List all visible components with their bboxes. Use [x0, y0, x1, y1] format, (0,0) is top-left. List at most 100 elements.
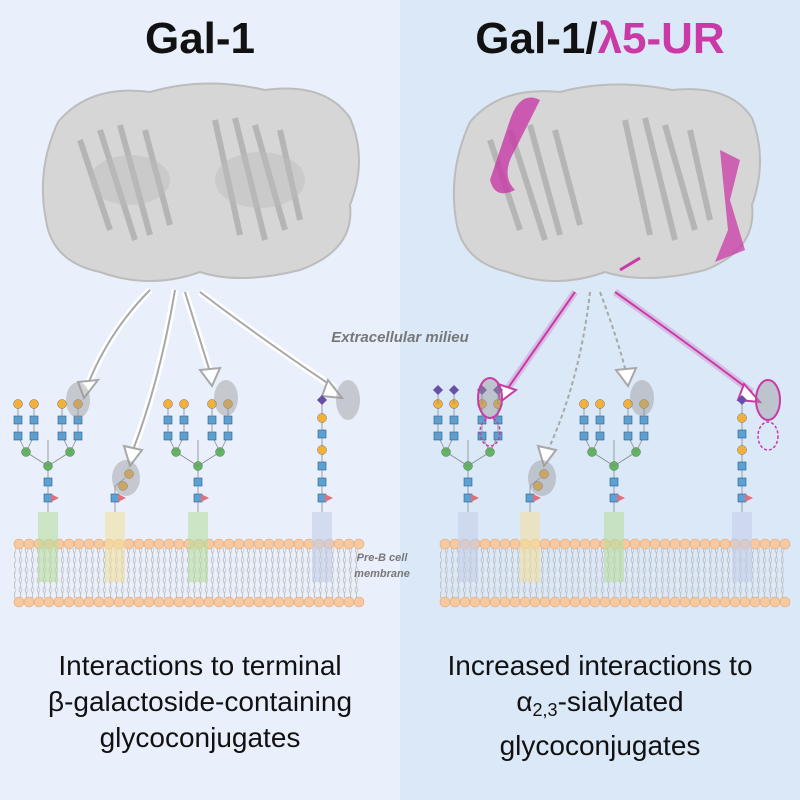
- lipid-head: [559, 538, 571, 550]
- lipid-head: [353, 596, 365, 608]
- binding-halo: [214, 380, 238, 416]
- lipid-head: [133, 538, 145, 550]
- fucose-triangle: [325, 494, 333, 502]
- arrows-right: [496, 289, 763, 469]
- fucose-triangle: [201, 494, 209, 502]
- caption-right-line1: Increased interactions to: [447, 650, 753, 681]
- lipid-head: [273, 538, 285, 550]
- lipid-head: [343, 538, 355, 550]
- extracellular-label: Extracellular milieu: [331, 329, 469, 346]
- lipid-head: [263, 538, 275, 550]
- title-highlight: λ5-UR: [597, 14, 725, 63]
- lipid-head: [223, 596, 235, 608]
- lipid-head: [313, 596, 325, 608]
- lipid-head: [629, 596, 641, 608]
- lipid-head: [769, 596, 781, 608]
- caption-right: Increased interactions to α2,3-sialylate…: [400, 648, 800, 764]
- lipid-head: [253, 596, 265, 608]
- sugar-circle: [118, 481, 128, 491]
- lipid-head: [23, 596, 35, 608]
- caption-left: Interactions to terminal β-galactoside-c…: [0, 648, 400, 756]
- binding-halo: [756, 380, 780, 420]
- sialic-acid-diamond: [449, 385, 459, 395]
- receptor-protein: [38, 512, 58, 582]
- lipid-head: [689, 596, 701, 608]
- lipid-head: [63, 596, 75, 608]
- lipid-head: [719, 596, 731, 608]
- lipid-head: [579, 596, 591, 608]
- binding-halo: [112, 460, 140, 496]
- lipid-head: [33, 596, 45, 608]
- receptor-protein: [732, 512, 752, 582]
- lipid-head: [283, 596, 295, 608]
- lipid-head: [609, 596, 621, 608]
- lipid-head: [569, 596, 581, 608]
- lipid-head: [153, 538, 165, 550]
- lipid-head: [263, 596, 275, 608]
- lipid-head: [489, 596, 501, 608]
- lipid-head: [679, 538, 691, 550]
- glcnac-square: [317, 493, 327, 503]
- caption-right-line3: glycoconjugates: [499, 730, 701, 761]
- arrows-left: [76, 287, 345, 469]
- glcnac-square: [525, 493, 535, 503]
- lipid-head: [669, 538, 681, 550]
- lipid-head: [123, 538, 135, 550]
- lipid-head: [63, 538, 75, 550]
- glcnac-square: [193, 493, 203, 503]
- lipid-head: [519, 596, 531, 608]
- lipid-head: [579, 538, 591, 550]
- title-prefix: Gal-1/: [475, 14, 598, 63]
- binding-halo: [336, 380, 360, 420]
- binding-halo: [630, 380, 654, 416]
- lipid-head: [679, 596, 691, 608]
- lipid-head: [103, 596, 115, 608]
- lipid-head: [293, 596, 305, 608]
- lipid-head: [739, 596, 751, 608]
- lipid-head: [213, 596, 225, 608]
- sugar-circle: [737, 413, 747, 423]
- lipid-head: [639, 596, 651, 608]
- lipid-head: [719, 538, 731, 550]
- lipid-head: [143, 538, 155, 550]
- lipid-head: [273, 596, 285, 608]
- sugar-circle: [207, 399, 217, 409]
- lipid-head: [709, 596, 721, 608]
- lipid-head: [529, 596, 541, 608]
- sugar-circle: [737, 445, 747, 455]
- sugar-circle: [595, 399, 605, 409]
- sugar-circle: [73, 399, 83, 409]
- lipid-head: [303, 596, 315, 608]
- lipid-head: [499, 538, 511, 550]
- protein-gal1-lambda5ur-right: [452, 83, 761, 282]
- lipid-head: [203, 596, 215, 608]
- lipid-head: [659, 596, 671, 608]
- caption-left-line3: glycoconjugates: [99, 722, 301, 753]
- lipid-head: [779, 596, 791, 608]
- lipid-head: [233, 538, 245, 550]
- glcnac-square: [737, 461, 747, 471]
- glycoconjugates: [13, 377, 781, 582]
- sugar-circle: [163, 399, 173, 409]
- lipid-head: [163, 538, 175, 550]
- lipid-head: [243, 538, 255, 550]
- sugar-circle: [639, 399, 649, 409]
- binding-halo: [528, 460, 556, 496]
- lipid-head: [83, 596, 95, 608]
- fucose-triangle: [471, 494, 479, 502]
- lipid-head: [83, 538, 95, 550]
- lipid-head: [599, 596, 611, 608]
- lipid-head: [283, 538, 295, 550]
- lipid-head: [73, 538, 85, 550]
- sugar-circle: [13, 399, 23, 409]
- caption-right-line2-rest: -sialylated: [557, 686, 684, 717]
- glcnac-square: [737, 429, 747, 439]
- glcnac-square: [737, 477, 747, 487]
- fucose-triangle: [745, 494, 753, 502]
- fucose-triangle: [118, 494, 126, 502]
- glcnac-square: [463, 477, 473, 487]
- lipid-head: [459, 596, 471, 608]
- lipid-head: [589, 538, 601, 550]
- lipid-head: [343, 596, 355, 608]
